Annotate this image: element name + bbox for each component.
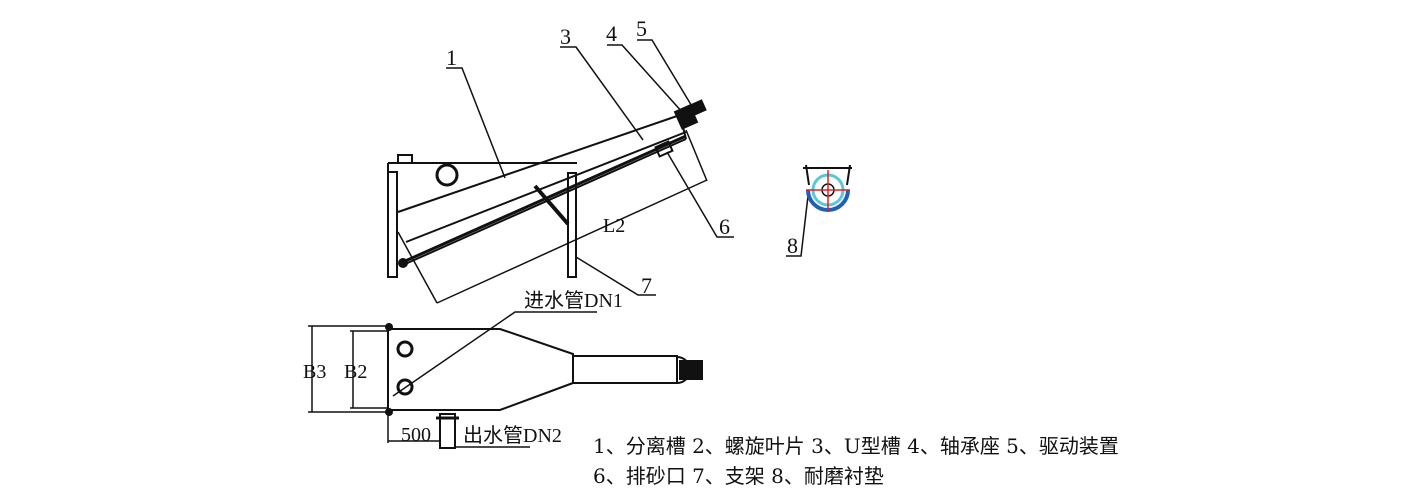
callout-leader-4: [607, 44, 684, 114]
plan-outline: [387, 328, 574, 411]
tank-sloped-edge: [397, 114, 681, 213]
callout-leader-1: [446, 67, 506, 179]
callout-leader-7: [575, 256, 656, 296]
plan-pipe-1: [396, 340, 414, 358]
callout-8: 8: [787, 233, 798, 258]
plan-view: [308, 311, 703, 449]
side-elevation: [387, 39, 809, 304]
tank-inlet-pipe: [435, 163, 459, 187]
callout-leader-5: [637, 39, 694, 109]
trough-end-cap: [398, 258, 408, 268]
inlet-leader: [392, 311, 597, 397]
callout-3: 3: [560, 24, 571, 49]
legend-line-1: 1、分离槽 2、螺旋叶片 3、U型槽 4、轴承座 5、驱动装置: [593, 434, 1119, 458]
legend-line-2: 6、排砂口 7、支架 8、耐磨衬垫: [593, 464, 884, 488]
b2-label: B2: [344, 361, 367, 383]
outlet-pipe: [439, 413, 456, 449]
inlet-pipe-label: 进水管DN1: [524, 289, 623, 312]
dimension-500-label: 500: [401, 424, 431, 446]
callout-5: 5: [636, 16, 647, 41]
callout-1: 1: [446, 45, 457, 70]
callout-6: 6: [719, 214, 730, 239]
trough-cross-section: [803, 164, 852, 212]
brace: [533, 184, 570, 226]
callout-leader-6: [666, 151, 734, 238]
plan-drive-unit: [679, 360, 703, 380]
left-support-leg: [387, 171, 398, 278]
callout-4: 4: [606, 21, 617, 46]
outlet-pipe-label: 出水管DN2: [463, 424, 562, 447]
callout-7: 7: [641, 273, 652, 298]
l2-label: L2: [603, 215, 625, 237]
tank-nozzle: [397, 154, 413, 164]
u-trough-upper: [405, 131, 687, 243]
plan-pipe-2: [396, 378, 414, 396]
callout-leader-8: [786, 195, 809, 257]
plan-trough: [572, 355, 678, 384]
l2-dimension-line: [436, 179, 708, 304]
callout-leader-3: [560, 46, 644, 141]
right-support-leg: [567, 172, 577, 278]
sand-outlet: [654, 140, 674, 158]
b3-label: B3: [303, 361, 326, 383]
